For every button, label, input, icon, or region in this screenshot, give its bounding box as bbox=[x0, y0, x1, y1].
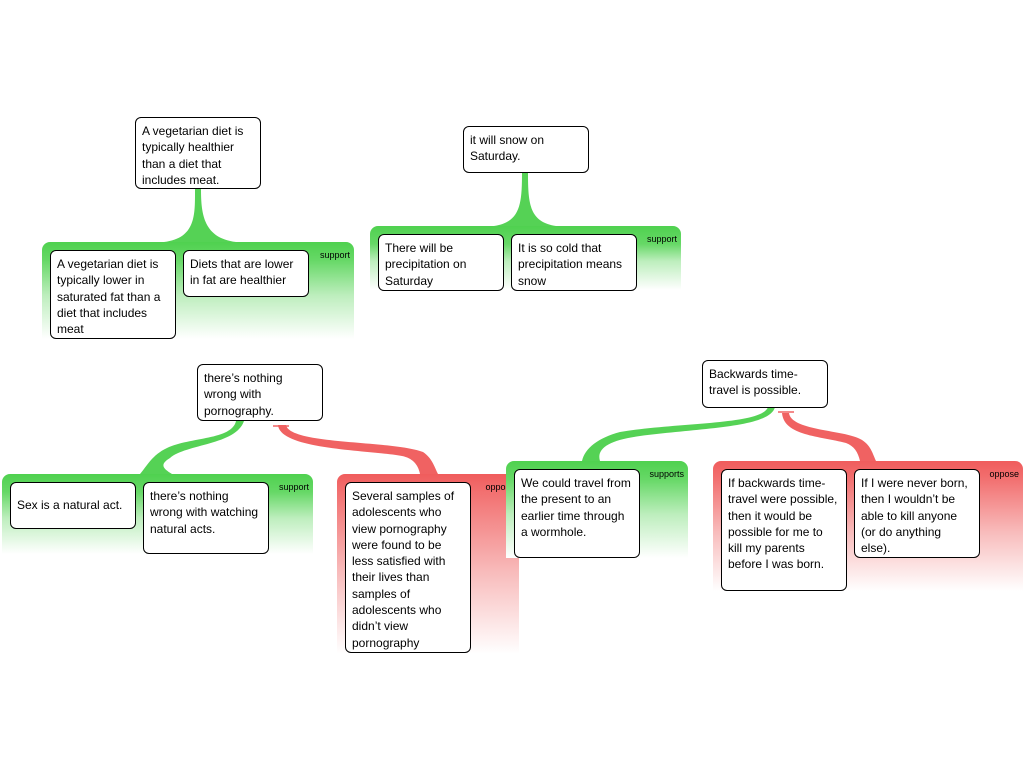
reason-text: Several samples of adolescents who view … bbox=[352, 489, 455, 650]
claim-node[interactable]: it will snow on Saturday. bbox=[463, 126, 589, 173]
reason-node[interactable]: It is so cold that precipitation means s… bbox=[511, 234, 637, 291]
claim-text: there’s nothing wrong with pornography. bbox=[204, 371, 283, 418]
support-connector bbox=[140, 421, 244, 474]
reason-text: there’s nothing wrong with watching natu… bbox=[150, 489, 259, 536]
reason-node[interactable]: If I were never born, then I wouldn’t be… bbox=[854, 469, 980, 558]
reason-text: Sex is a natural act. bbox=[17, 498, 123, 512]
reason-text: We could travel from the present to an e… bbox=[521, 476, 631, 539]
reason-text: If backwards time-travel were possible, … bbox=[728, 476, 838, 572]
reason-node[interactable]: If backwards time-travel were possible, … bbox=[721, 469, 847, 591]
claim-text: Backwards time-travel is possible. bbox=[709, 367, 802, 398]
oppose-connector bbox=[782, 413, 876, 461]
support-connector bbox=[494, 173, 556, 226]
support-connector bbox=[164, 189, 236, 242]
oppose-connector bbox=[278, 425, 438, 474]
reason-node[interactable]: A vegetarian diet is typically lower in … bbox=[50, 250, 176, 339]
support-connector bbox=[582, 407, 775, 461]
group-label: supports bbox=[649, 469, 684, 479]
reason-node[interactable]: there’s nothing wrong with watching natu… bbox=[143, 482, 269, 554]
claim-text: A vegetarian diet is typically healthier… bbox=[142, 124, 244, 187]
group-label: oppose bbox=[485, 482, 515, 492]
reason-text: Diets that are lower in fat are healthie… bbox=[190, 257, 294, 288]
reason-node[interactable]: Several samples of adolescents who view … bbox=[345, 482, 471, 653]
claim-node[interactable]: Backwards time-travel is possible. bbox=[702, 360, 828, 408]
claim-node[interactable]: there’s nothing wrong with pornography. bbox=[197, 364, 323, 421]
group-label: support bbox=[646, 234, 677, 244]
group-label: support bbox=[278, 482, 309, 492]
reason-node[interactable]: Diets that are lower in fat are healthie… bbox=[183, 250, 309, 297]
reason-text: A vegetarian diet is typically lower in … bbox=[57, 257, 161, 337]
group-label: support bbox=[319, 250, 350, 260]
reason-node[interactable]: There will be precipitation on Saturday bbox=[378, 234, 504, 291]
reason-node[interactable]: We could travel from the present to an e… bbox=[514, 469, 640, 558]
reason-text: It is so cold that precipitation means s… bbox=[518, 241, 623, 288]
claim-text: it will snow on Saturday. bbox=[470, 133, 545, 164]
reason-text: If I were never born, then I wouldn’t be… bbox=[861, 476, 968, 556]
reason-text: There will be precipitation on Saturday bbox=[385, 241, 467, 288]
claim-node[interactable]: A vegetarian diet is typically healthier… bbox=[135, 117, 261, 189]
group-label: oppose bbox=[989, 469, 1019, 479]
reason-node[interactable]: Sex is a natural act. bbox=[10, 482, 136, 529]
